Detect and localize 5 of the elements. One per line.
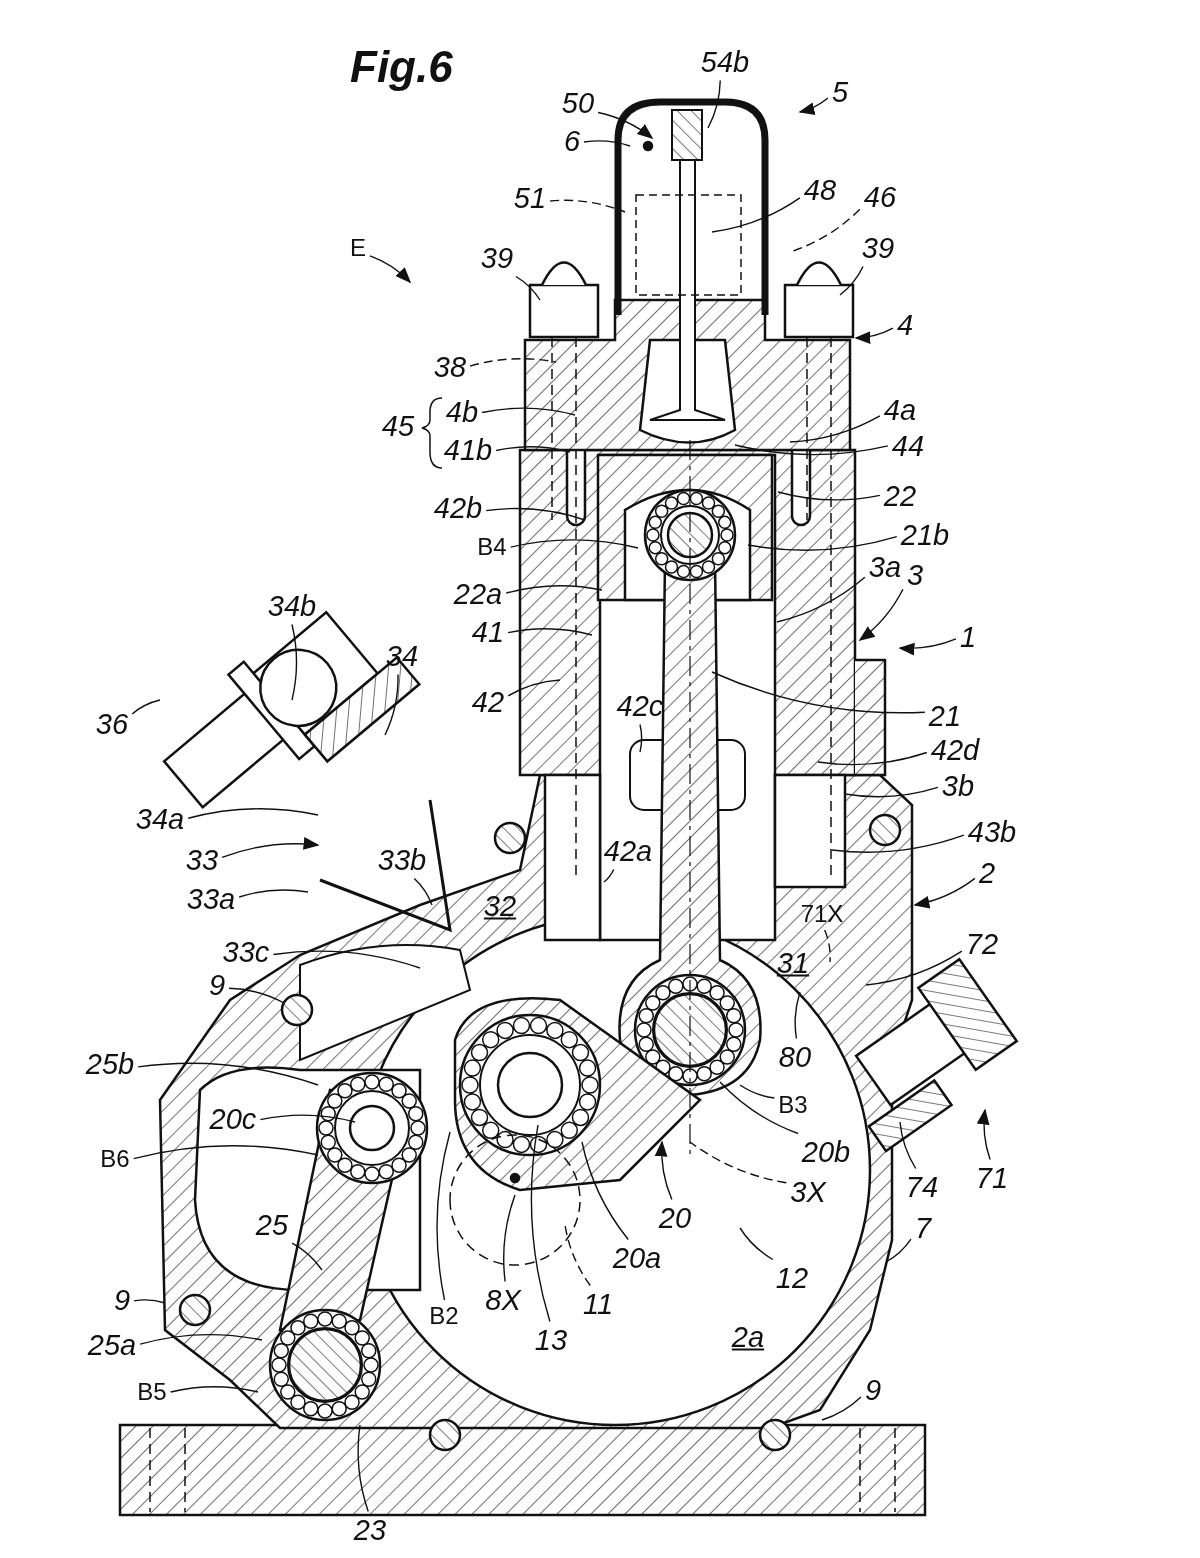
callout-number: 45 <box>381 411 415 441</box>
figure-title: Fig.6 <box>350 42 453 92</box>
region-number: 2a <box>731 1322 765 1352</box>
region-number: 32 <box>483 891 517 921</box>
region-number: 31 <box>776 948 810 978</box>
